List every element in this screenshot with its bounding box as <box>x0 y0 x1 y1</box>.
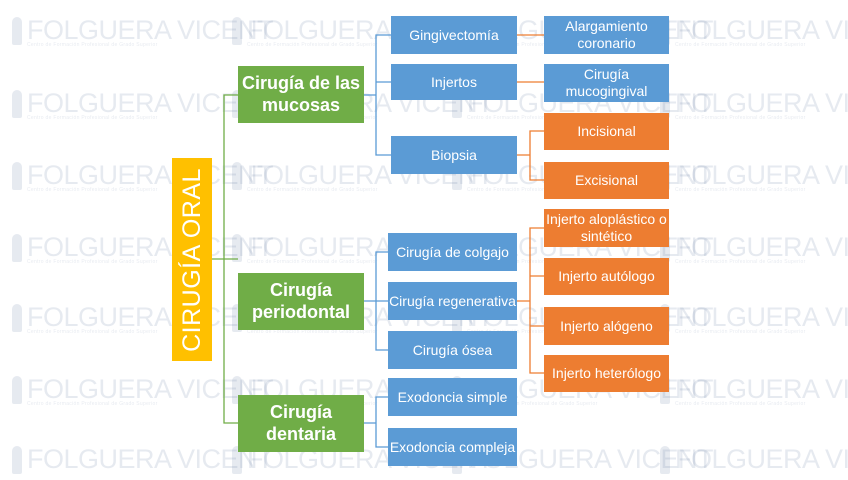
procedure-injertos: Injertos <box>391 64 517 100</box>
procedure-label: Injertos <box>431 73 477 90</box>
technique-label: Injerto aloplástico o sintético <box>546 211 667 244</box>
procedure-label: Cirugía ósea <box>412 341 493 358</box>
procedure-biopsia: Biopsia <box>391 136 517 174</box>
procedure-gingivectomia: Gingivectomía <box>391 16 517 54</box>
procedure-exodoncia-compleja: Exodoncia compleja <box>388 428 517 466</box>
category-label: Cirugía dentaria <box>265 401 337 444</box>
root-connector <box>212 94 238 424</box>
category-cirugia-dentaria: Cirugía dentaria <box>238 395 364 452</box>
technique-label: Injerto alógeno <box>560 317 653 334</box>
procedure-cirugia-regenerativa: Cirugía regenerativa <box>388 282 517 320</box>
technique-injerto-autologo: Injerto autólogo <box>544 258 669 295</box>
technique-excisional: Excisional <box>544 162 669 199</box>
technique-cirugia-mucogingival: Cirugía mucogingival <box>544 64 669 102</box>
dentaria-connector <box>364 396 388 448</box>
category-cirugia-mucosas: Cirugía de las mucosas <box>238 66 364 123</box>
procedure-label: Gingivectomía <box>409 26 499 43</box>
procedure-label: Cirugía regenerativa <box>389 292 516 309</box>
procedure-label: Cirugía de colgajo <box>396 243 509 260</box>
technique-label: Excisional <box>574 172 639 189</box>
technique-label: Injerto autólogo <box>558 268 655 285</box>
procedure-label: Biopsia <box>431 146 477 163</box>
procedure-exodoncia-simple: Exodoncia simple <box>388 378 517 416</box>
regenerativa-connector <box>517 227 544 374</box>
technique-injerto-heterologo: Injerto heterólogo <box>544 355 669 392</box>
category-label: Cirugía periodontal <box>252 279 350 322</box>
technique-injerto-alogeno: Injerto alógeno <box>544 307 669 345</box>
biopsia-connector <box>517 130 544 181</box>
technique-label: Cirugía mucogingival <box>565 66 648 99</box>
technique-label: Injerto heterólogo <box>552 365 661 382</box>
technique-label: Alargamiento coronario <box>565 18 648 51</box>
technique-injerto-aloplastico: Injerto aloplástico o sintético <box>544 209 669 247</box>
category-cirugia-periodontal: Cirugía periodontal <box>238 273 364 330</box>
mucosas-connector <box>364 34 391 156</box>
technique-label: Incisional <box>577 123 636 140</box>
procedure-cirugia-colgajo: Cirugía de colgajo <box>388 233 517 271</box>
root-label: CIRUGÍA ORAL <box>178 167 207 352</box>
root-node-cirugia-oral: CIRUGÍA ORAL <box>172 158 212 361</box>
procedure-label: Exodoncia compleja <box>389 438 516 455</box>
procedure-label: Exodoncia simple <box>397 388 508 405</box>
technique-alargamiento-coronario: Alargamiento coronario <box>544 16 669 54</box>
category-label: Cirugía de las mucosas <box>241 72 361 115</box>
technique-incisional: Incisional <box>544 113 669 150</box>
periodontal-connector <box>364 251 388 351</box>
procedure-cirugia-osea: Cirugía ósea <box>388 331 517 369</box>
